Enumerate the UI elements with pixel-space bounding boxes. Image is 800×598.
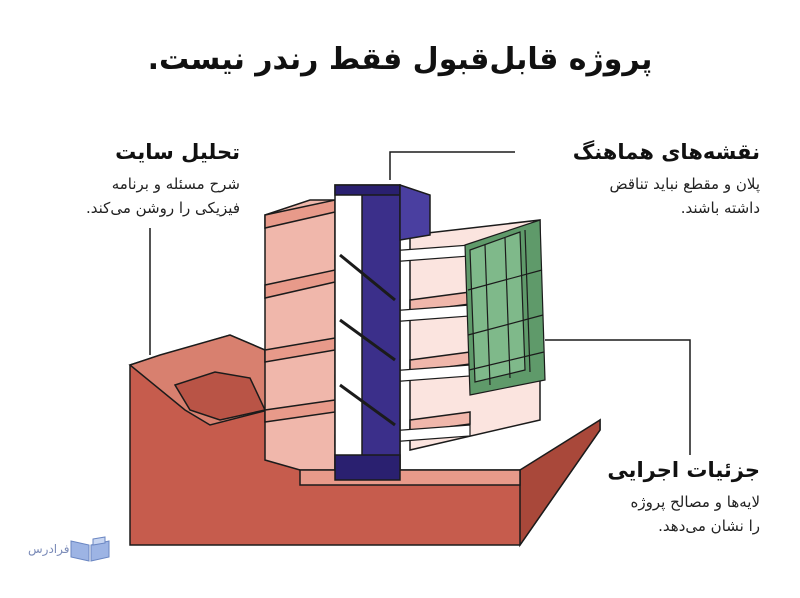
callout-heading: نقشه‌های هماهنگ — [572, 140, 760, 164]
callout-text-line: داشته باشند. — [680, 199, 760, 217]
open-book-icon — [70, 536, 110, 562]
callout-heading: جزئیات اجرایی — [607, 458, 760, 482]
callout-text-line: لایه‌ها و مصالح پروژه — [630, 493, 760, 511]
callout-text-line: فیزیکی را روشن می‌کند. — [86, 199, 240, 217]
terrain-block — [128, 334, 601, 548]
callout-site-analysis: تحلیل سایت شرح مسئله و برنامه فیزیکی را … — [40, 140, 240, 220]
page-title: پروژه قابل‌قبول فقط رندر نیست. — [147, 42, 653, 77]
logo: فرادرس — [22, 535, 111, 563]
stair-core — [334, 183, 431, 481]
callout-construction-details: جزئیات اجرایی لایه‌ها و مصالح پروژه را ن… — [560, 458, 760, 538]
callout-coordinated-plans: نقشه‌های هماهنگ پلان و مقطع نباید تناقض … — [520, 140, 760, 220]
logo-text: فرادرس — [28, 542, 70, 556]
green-facade — [464, 219, 546, 396]
building-frame — [264, 199, 541, 486]
callout-text-line: پلان و مقطع نباید تناقض — [609, 175, 760, 193]
callout-heading: تحلیل سایت — [115, 140, 240, 164]
leader-lines — [149, 151, 691, 455]
callout-text-line: شرح مسئله و برنامه — [111, 175, 240, 193]
callout-text-line: را نشان می‌دهد. — [658, 517, 760, 535]
